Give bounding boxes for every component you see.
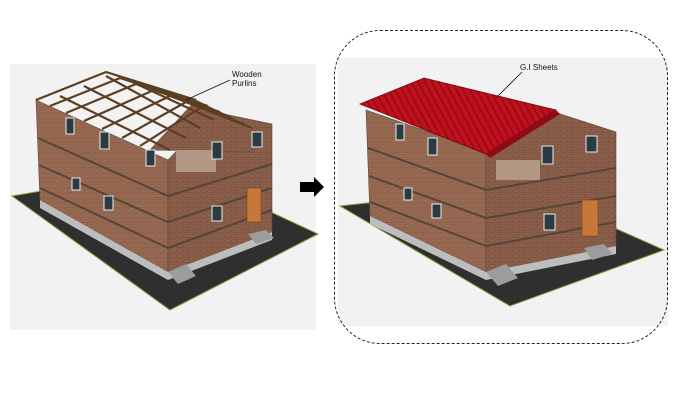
wooden-purlins-label: Wooden Purlins (232, 70, 262, 88)
wooden-purlins-label-line2: Purlins (232, 79, 262, 88)
right-callout-line (496, 72, 522, 98)
left-door (247, 188, 261, 222)
transition-arrow-icon (300, 177, 324, 197)
left-verandah-opening (176, 150, 216, 172)
after-building (340, 78, 664, 306)
left-callout-line (186, 80, 230, 100)
before-building (12, 72, 318, 310)
right-door (582, 200, 598, 236)
gi-sheets-label: G.I Sheets (520, 63, 558, 72)
wooden-purlins-label-line1: Wooden (232, 70, 262, 79)
right-verandah-opening (496, 160, 540, 180)
